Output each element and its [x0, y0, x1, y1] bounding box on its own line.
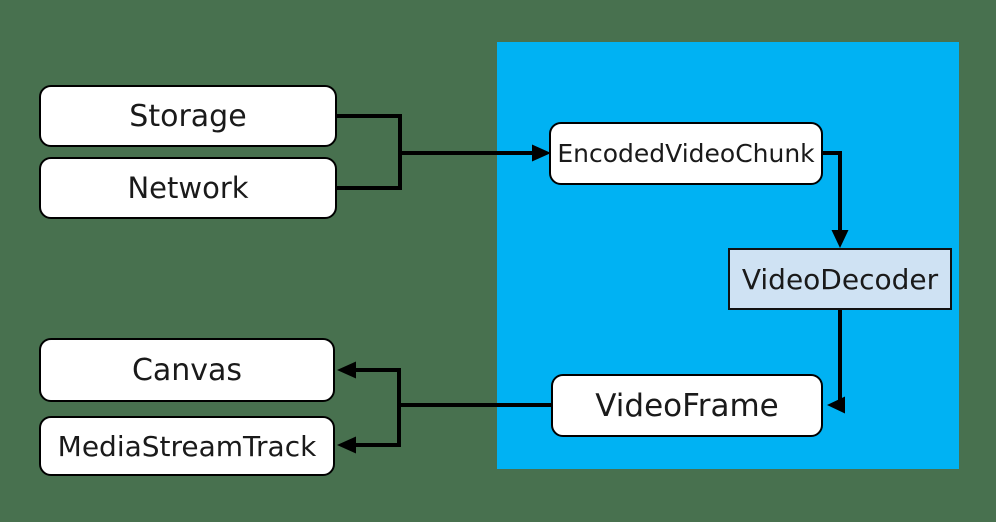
node-canvas: Canvas	[39, 338, 335, 402]
node-video-decoder: VideoDecoder	[728, 248, 952, 310]
node-video-frame-label: VideoFrame	[595, 387, 779, 424]
node-storage-label: Storage	[129, 98, 247, 134]
node-media-stream-track-label: MediaStreamTrack	[57, 429, 317, 463]
node-video-frame: VideoFrame	[551, 374, 823, 437]
node-encoded-video-chunk: EncodedVideoChunk	[549, 122, 823, 185]
node-storage: Storage	[39, 85, 337, 147]
node-canvas-label: Canvas	[131, 352, 243, 388]
node-network-label: Network	[127, 171, 249, 205]
node-encoded-video-chunk-label: EncodedVideoChunk	[557, 139, 815, 168]
node-video-decoder-label: VideoDecoder	[741, 262, 939, 296]
node-network: Network	[39, 157, 337, 219]
node-media-stream-track: MediaStreamTrack	[39, 416, 335, 476]
arrowhead-into-canvas	[337, 361, 356, 379]
arrowhead-into-mediastreamtrack	[337, 436, 356, 454]
